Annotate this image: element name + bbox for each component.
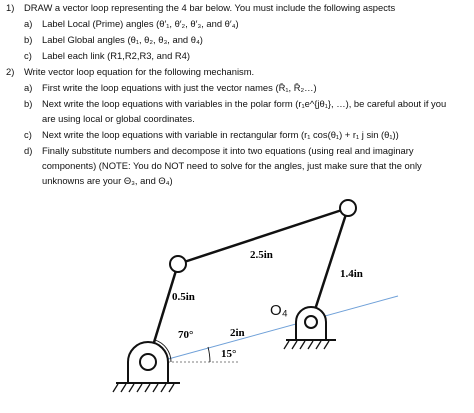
right-ground-pivot <box>283 306 336 350</box>
ground-angle-label: 15° <box>221 348 236 360</box>
output-link <box>309 207 350 323</box>
q1-text: DRAW a vector loop representing the 4 ba… <box>24 2 396 13</box>
input-angle-label: 70° <box>178 329 193 341</box>
ground-length-label: 2in <box>230 327 245 339</box>
q2c-text: Next write the loop equations with varia… <box>42 129 399 140</box>
q1-number: 1) <box>6 2 15 13</box>
q1b-text: Label Global angles (θ₁, θ₂, θ₃, and θ₄) <box>42 34 203 45</box>
ground-reference-line <box>149 295 399 365</box>
q2d-label: d) <box>24 145 33 156</box>
assignment-text: 1) DRAW a vector loop representing the 4… <box>0 0 474 190</box>
q2d-text-line2: components) (NOTE: You do NOT need to so… <box>42 160 422 171</box>
joint-b <box>339 199 357 217</box>
q1a-text: Label Local (Prime) angles (θ′₁, θ′₂, θ′… <box>42 18 239 29</box>
q1a-label: a) <box>24 18 33 29</box>
q2-text: Write vector loop equation for the follo… <box>24 66 255 77</box>
q1c-text: Label each link (R1,R2,R3, and R4) <box>42 50 190 61</box>
joint-a <box>169 255 187 273</box>
q2b-text-line2: are using local or global coordinates. <box>42 113 195 124</box>
q2c-label: c) <box>24 129 32 140</box>
q2d-text-line1: Finally substitute numbers and decompose… <box>42 145 414 156</box>
q2-number: 2) <box>6 66 15 77</box>
input-angle-arc <box>154 339 172 363</box>
left-ground-pivot <box>112 341 180 393</box>
q2b-label: b) <box>24 98 33 109</box>
input-length-label: 0.5in <box>172 291 195 303</box>
q2a-label: a) <box>24 82 33 93</box>
q1b-label: b) <box>24 34 33 45</box>
ground-angle-arc <box>207 346 211 363</box>
coupler-length-label: 2.5in <box>250 249 273 261</box>
coupler-link <box>177 206 349 266</box>
q2a-text: First write the loop equations with just… <box>42 82 317 93</box>
q2b-text-line1: Next write the loop equations with varia… <box>42 98 447 109</box>
q1c-label: c) <box>24 50 32 61</box>
q2d-text-line3: unknowns are your Θ₃, and Θ₄) <box>42 175 173 186</box>
pivot-label: O₄ <box>270 302 288 319</box>
output-length-label: 1.4in <box>340 268 363 280</box>
